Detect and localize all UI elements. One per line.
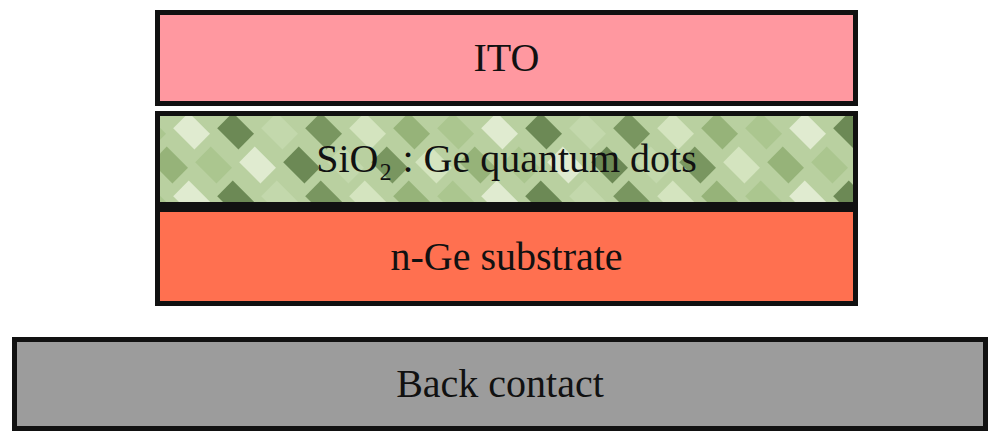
layer-label: Back contact <box>396 362 604 406</box>
layer-label: n-Ge substrate <box>390 235 622 279</box>
ito-layer: ITO <box>155 10 858 106</box>
quantum-dot-layer: SiO₂ : Ge quantum dots <box>155 111 858 207</box>
substrate-layer: n-Ge substrate <box>155 207 858 306</box>
layer-label: SiO₂ : Ge quantum dots <box>316 137 697 181</box>
layer-label: ITO <box>474 36 540 80</box>
back-contact-layer: Back contact <box>12 337 988 431</box>
